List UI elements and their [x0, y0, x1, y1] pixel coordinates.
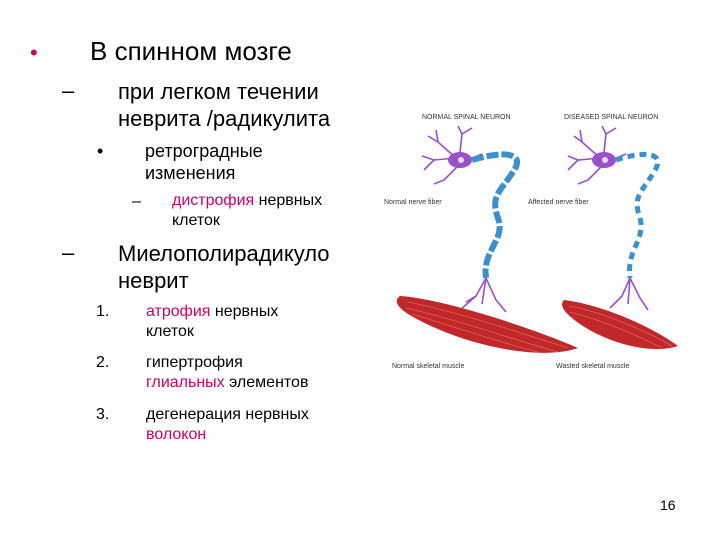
sub-sub-line2: клеток	[172, 212, 220, 229]
list-item-1-line2: клеток	[146, 323, 194, 340]
diseased-neuron	[562, 125, 678, 350]
dot-marker: •	[97, 141, 104, 161]
wasted-muscle	[562, 300, 678, 350]
normal-neuron	[396, 125, 578, 353]
list-item-2: гипертрофия глиальных элементов	[146, 353, 308, 393]
dash-marker-small: –	[132, 193, 141, 210]
highlight-dystrophy: дистрофия	[172, 192, 255, 209]
sub2-line1: Миелополирадикуло	[118, 241, 330, 266]
list-item-3: дегенерация нервных волокон	[146, 405, 309, 445]
list-item-3-line2: волокон	[146, 426, 207, 443]
sub1-line2: неврита /радикулита	[118, 106, 331, 131]
sub1-line1: при легком течении	[118, 79, 319, 104]
normal-nerve-fiber	[471, 151, 520, 279]
sub1-text: при легком течении неврита /радикулита	[118, 78, 330, 132]
sub1-item-text: ретроградные изменения	[145, 140, 263, 184]
sub-sub-text: дистрофия нервных клеток	[172, 191, 322, 231]
list-item-2-rest: элементов	[224, 374, 309, 391]
dash-marker-2: –	[62, 240, 75, 265]
dash-marker-1: –	[62, 78, 75, 103]
page-number: 16	[660, 497, 676, 513]
sub1-item-line1: ретроградные	[145, 141, 263, 161]
slide-title: В спинном мозге	[90, 36, 292, 66]
caption-normal-fiber: Normal nerve fiber	[384, 199, 442, 206]
list-item-1-rest: нервных	[210, 303, 279, 320]
normal-muscle	[396, 296, 578, 353]
list-num-1: 1.	[96, 303, 110, 320]
sub1-item-line2: изменения	[145, 163, 236, 183]
caption-wasted-muscle: Wasted skeletal muscle	[556, 363, 629, 370]
caption-diseased-neuron: DISEASED SPINAL NEURON	[564, 114, 658, 121]
caption-normal-neuron: NORMAL SPINAL NEURON	[422, 114, 511, 121]
sub2-line2: неврит	[118, 268, 189, 293]
sub2-text: Миелополирадикуло неврит	[118, 240, 330, 294]
list-item-1-line1: атрофия нервных	[146, 302, 278, 322]
highlight-atrophy: атрофия	[146, 303, 211, 320]
caption-normal-muscle: Normal skeletal muscle	[392, 363, 464, 370]
sub-sub-line1: дистрофия нервных	[172, 191, 322, 211]
list-num-3: 3.	[96, 406, 110, 423]
highlight-glial: глиальных	[146, 374, 225, 391]
list-item-3-line1: дегенерация нервных	[146, 406, 309, 423]
caption-affected-fiber: Affected nerve fiber	[528, 199, 589, 206]
affected-nerve-fiber	[615, 151, 661, 279]
sub-sub-rest: нервных	[254, 192, 323, 209]
neuron-illustration: NORMAL SPINAL NEURON DISEASED SPINAL NEU…	[378, 100, 690, 400]
list-item-2-line2: глиальных элементов	[146, 373, 308, 393]
neuron-diagram-svg: NORMAL SPINAL NEURON DISEASED SPINAL NEU…	[384, 114, 678, 370]
list-item-2-line1: гипертрофия	[146, 354, 243, 371]
bullet-marker: •	[30, 40, 38, 65]
list-num-2: 2.	[96, 354, 110, 371]
list-item-1: атрофия нервных клеток	[146, 302, 278, 342]
